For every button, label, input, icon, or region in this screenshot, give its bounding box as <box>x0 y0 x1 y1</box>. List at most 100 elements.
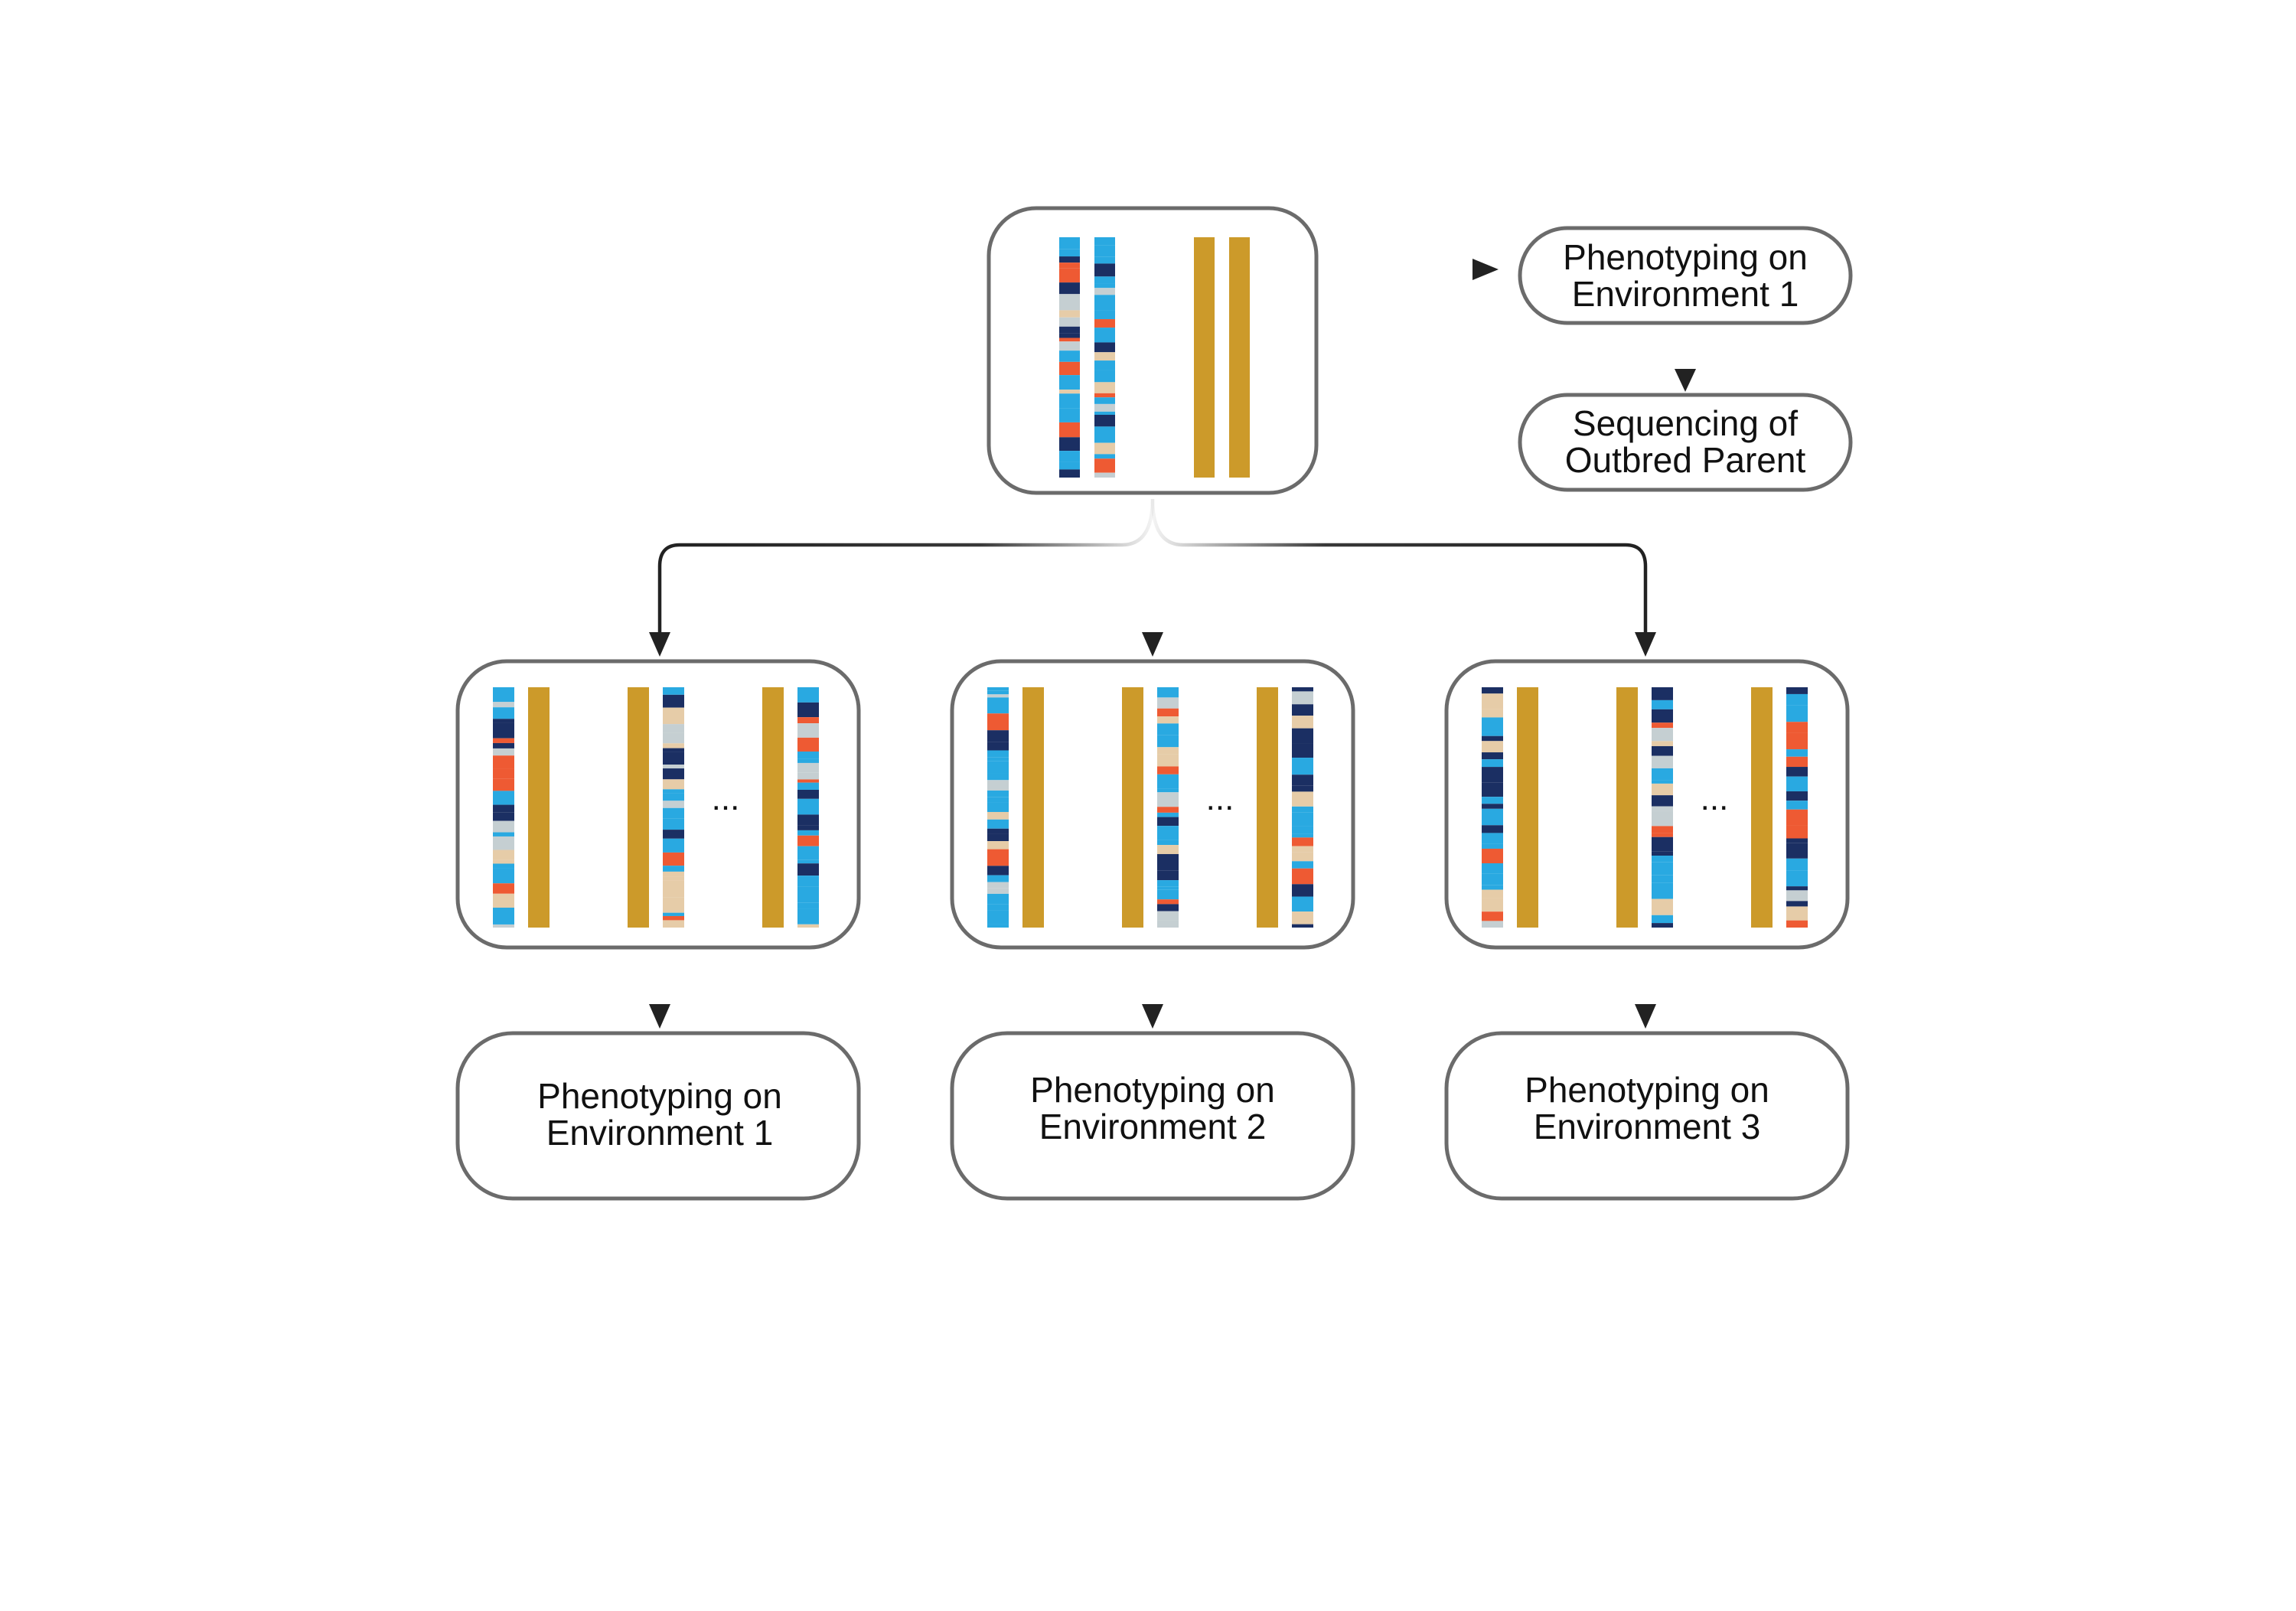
chromosome-band <box>1292 687 1313 692</box>
chromosome-band <box>1652 741 1673 746</box>
chromosome-band <box>987 904 1009 911</box>
chromosome-band <box>1652 862 1673 876</box>
chromosome-band <box>1786 858 1808 871</box>
chromosome-band <box>1292 806 1313 813</box>
chromosome-band <box>987 690 1009 695</box>
variant-chromosome <box>1157 687 1179 928</box>
chromosome-band <box>1094 393 1115 398</box>
chromosome-band <box>663 768 684 780</box>
chromosome-band <box>1482 873 1503 885</box>
offspring-box-3 <box>1444 659 1850 950</box>
chromosome-band <box>1094 472 1115 478</box>
chromosome-band <box>663 765 684 769</box>
chromosome-band <box>1482 804 1503 809</box>
chromosome-band <box>1059 469 1080 478</box>
chromosome-band <box>1157 899 1179 905</box>
chromosome-band <box>987 780 1009 791</box>
env-label-1-line2: Environment 1 <box>546 1113 774 1153</box>
offspring-chromosomes-1 <box>493 687 819 928</box>
chromosome-band <box>493 738 514 743</box>
chromosome-band <box>1059 282 1080 295</box>
chromosome-band <box>1292 743 1313 758</box>
chromosome-band <box>1292 924 1313 928</box>
chromosome-band <box>1652 810 1673 827</box>
chromosome-band <box>1292 884 1313 897</box>
chromosome-band <box>1292 785 1313 792</box>
chromosome-band <box>1786 693 1808 706</box>
chromosome-band <box>1292 704 1313 716</box>
chromosome-band <box>797 758 819 763</box>
chromosome-band <box>987 697 1009 714</box>
chromosome-band <box>1157 788 1179 793</box>
chromosome-band <box>1157 766 1179 775</box>
inbred-chromosome <box>1517 687 1538 928</box>
chromosome-band <box>1786 901 1808 907</box>
chromosome-band <box>797 924 819 928</box>
chromosome-band <box>1157 904 1179 911</box>
branch-connectors <box>649 498 1656 657</box>
chromosome-band <box>1482 717 1503 732</box>
chromosome-band <box>1652 709 1673 723</box>
chromosome-band <box>987 811 1009 820</box>
arrow-head <box>1142 632 1163 657</box>
chromosome-band <box>987 713 1009 731</box>
chromosome-band <box>1059 310 1080 318</box>
chromosome-band <box>493 863 514 869</box>
branch-left <box>657 498 1155 635</box>
offspring-box-1 <box>455 659 861 950</box>
chromosome-band <box>1786 791 1808 801</box>
chromosome-band <box>663 743 684 748</box>
chromosome-band <box>1094 342 1115 353</box>
chromosome-band <box>1157 754 1179 767</box>
chromosome-band <box>663 915 684 921</box>
chromosome-band <box>1786 801 1808 810</box>
inbred-chromosome <box>528 687 550 928</box>
chromosome-band <box>1059 408 1080 422</box>
chromosome-band <box>1786 776 1808 792</box>
chromosome-band <box>1059 333 1080 338</box>
chromosome-band <box>797 782 819 790</box>
chromosome-band <box>1157 845 1179 854</box>
variant-chromosome <box>1094 237 1115 478</box>
chromosome-band <box>1292 861 1313 869</box>
chromosome-band <box>1059 375 1080 390</box>
chromosome-band <box>1059 237 1080 249</box>
parent-phenotyping-line2: Environment 1 <box>1572 274 1799 314</box>
chromosome-band <box>987 761 1009 774</box>
chromosome-band <box>797 751 819 759</box>
parent-flow: Phenotyping on Environment 1 Sequencing … <box>1324 226 1853 492</box>
chromosome-band <box>663 789 684 794</box>
chromosome-band <box>1157 826 1179 840</box>
offspring-panels: ... Phenotyping on Environment 1 ... Phe… <box>455 659 1850 1201</box>
chromosome-band <box>797 835 819 846</box>
chromosome-band <box>797 902 819 909</box>
chromosome-band <box>987 833 1009 842</box>
chromosome-band <box>1094 370 1115 383</box>
chromosome-band <box>987 742 1009 751</box>
chromosome-band <box>797 762 819 773</box>
chromosome-band <box>1157 697 1179 709</box>
chromosome-band <box>1652 882 1673 899</box>
chromosome-band <box>1094 295 1115 311</box>
chromosome-band <box>1652 915 1673 924</box>
inbred-chromosome <box>1616 687 1638 928</box>
chromosome-band <box>663 707 684 725</box>
chromosome-band <box>1652 768 1673 781</box>
chromosome-band <box>493 707 514 719</box>
chromosome-band <box>1094 458 1115 473</box>
ellipsis-3: ... <box>1701 780 1729 817</box>
chromosome-band <box>1482 732 1503 736</box>
inbred-chromosome <box>1022 687 1044 928</box>
chromosome-band <box>1786 732 1808 750</box>
chromosome-band <box>1482 687 1503 694</box>
chromosome-band <box>493 836 514 850</box>
chromosome-band <box>1157 747 1179 755</box>
chromosome-band <box>797 859 819 864</box>
offspring-chromosomes-3 <box>1482 687 1808 928</box>
chromosome-band <box>987 790 1009 797</box>
chromosome-band <box>1059 317 1080 327</box>
chromosome-band <box>987 757 1009 761</box>
chromosome-band <box>1482 863 1503 874</box>
chromosome-band <box>663 866 684 872</box>
chromosome-band <box>1786 890 1808 902</box>
